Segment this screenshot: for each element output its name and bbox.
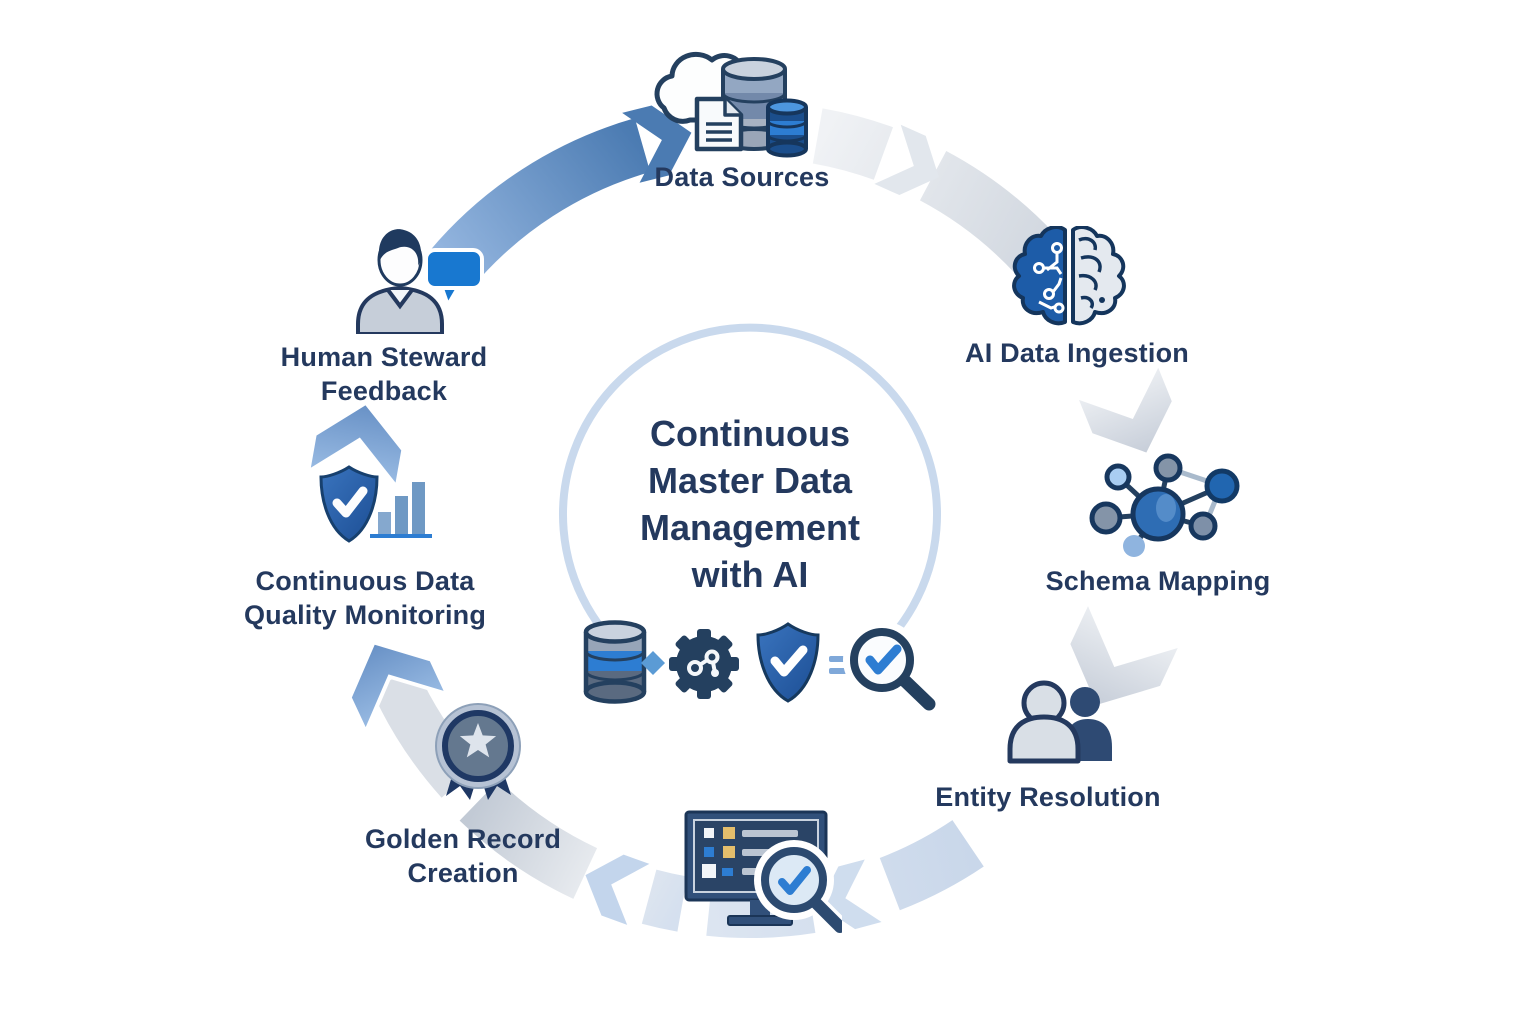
center-title-line: Continuous xyxy=(650,413,850,454)
person-speech-bubble-icon xyxy=(356,229,484,334)
shield-check-icon xyxy=(319,465,379,543)
stage-record-review xyxy=(600,810,920,940)
hair xyxy=(378,229,422,266)
stage-ai-data-ingestion: AI Data Ingestion xyxy=(917,226,1237,370)
center-title-line: Management xyxy=(639,507,861,548)
stage-label: Entity Resolution xyxy=(935,782,1161,812)
network-nodes-icon xyxy=(1089,453,1240,557)
stage-entity-resolution: Entity Resolution xyxy=(888,680,1208,814)
shield-check-barchart-icon xyxy=(319,465,432,543)
center-circle-ring xyxy=(559,323,941,666)
document-icon xyxy=(694,96,744,152)
monitor-checklist-magnifier-icon xyxy=(684,810,842,937)
stage-label: Schema Mapping xyxy=(1045,566,1271,596)
arrow-review-to-golden xyxy=(459,780,688,932)
center-title: Continuous Master Data Management with A… xyxy=(548,410,952,598)
cloud-database-document-icon xyxy=(654,51,808,158)
shield-check-icon xyxy=(756,622,820,703)
stage-label: AI Data Ingestion xyxy=(965,338,1189,368)
ai-gear-icon xyxy=(669,629,739,699)
two-people-icon xyxy=(1007,680,1112,764)
magnifier-check-icon xyxy=(843,621,936,711)
center-icon-strip xyxy=(583,620,936,711)
center-title-line: Master Data xyxy=(647,460,853,501)
stage-data-sources: Data Sources xyxy=(582,48,902,194)
person-icon xyxy=(356,229,444,334)
star-icon xyxy=(459,723,497,758)
front-person-icon xyxy=(1007,680,1081,764)
barchart-icon xyxy=(370,482,432,538)
stage-schema-mapping: Schema Mapping xyxy=(998,452,1318,598)
equals-separator-icon xyxy=(829,656,847,674)
magnifier-check-icon xyxy=(754,840,842,937)
small-database-icon xyxy=(766,98,808,158)
database-icon xyxy=(583,620,647,704)
speech-bubble-icon xyxy=(424,248,484,308)
center-title-line: with AI xyxy=(691,554,809,595)
medal-star-icon xyxy=(435,703,521,800)
ai-brain-circuit-icon xyxy=(1012,226,1126,326)
stage-label: Data Sources xyxy=(654,162,830,192)
